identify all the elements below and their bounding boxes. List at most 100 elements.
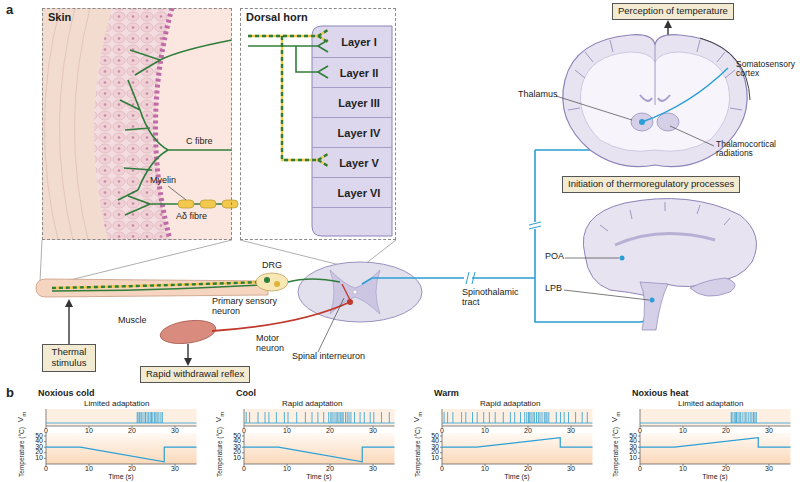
outcome-box: Rapid withdrawal reflex [140,366,250,383]
axis-tick: 10 [481,427,489,435]
axis-tick: 0 [44,427,48,435]
spike-trace [46,412,197,423]
spinal-cord [298,262,422,322]
chart-title: Noxious cold [38,389,95,399]
lamina-name: Layer II [335,65,384,81]
sagittal-brain [690,278,735,296]
spike-trace [244,412,395,423]
axis-title: m [417,412,423,417]
chart-axis [44,409,197,466]
axis-tick: 30 [765,427,773,435]
axis-tick: 20 [128,427,136,435]
afferent-terminals [248,30,328,166]
axis-tick: 20 [524,427,532,435]
c-fibre [118,40,232,200]
axis-tick: 20 [722,427,730,435]
axis-tick: 10 [679,427,687,435]
arrows [68,301,69,344]
spinothalamic-tract [529,222,541,229]
lamina-name: Layer III [333,95,385,111]
lamina-band: Layer III [312,88,392,118]
sensory-neuron [288,279,340,282]
axis-title: Temperature (°C) [18,427,25,477]
box-text: Initiation of thermoregulatory processes [568,178,734,189]
axis-title: Vm [215,412,225,422]
sagittal-brain [650,298,655,303]
plot-background [442,433,593,464]
sagittal-brain [620,256,625,261]
lamina-name: Layer VI [333,185,386,201]
coronal-brain [639,119,645,125]
axis-title: m [219,412,225,417]
axis-tick: 30 [171,427,179,435]
axis-tick: 10 [629,454,637,462]
axis-tick: 10 [35,454,43,462]
fibre-label: Aδ fibre [176,212,207,222]
chart-axis [440,409,593,466]
outcome-box: Initiation of thermoregulatory processes [562,176,740,193]
a-delta-fibre [178,200,194,208]
lamina-band: Layer V [312,148,392,178]
region-label: LPB [545,284,562,294]
chart-title: Noxious heat [632,389,689,399]
arrows [667,22,668,36]
motor-neuron [342,284,350,300]
axis-tick: 20 [524,465,532,473]
temperature-trace [244,447,395,462]
box-text: Perception of temperature [618,5,728,16]
axis-tick: 10 [283,465,291,473]
axis-tick: 30 [369,427,377,435]
pathway-label: Thalamocortical radiations [716,140,786,159]
a-delta-fibre [125,186,238,215]
spike-trace [442,412,593,423]
axis-tick: 10 [233,454,241,462]
axis-tick: 30 [765,465,773,473]
c-fibre [118,40,232,200]
part-label: Myelin [150,176,176,186]
axis-title: m [21,412,27,417]
arm [36,279,268,297]
axis-tick: 30 [369,465,377,473]
lamina-band: Layer IV [312,118,392,148]
axis-tick: 0 [242,427,246,435]
chart-axis [638,409,791,466]
axis-title: m [615,412,621,417]
axis-title: V [16,417,25,422]
lamina-name: Layer V [334,155,384,171]
temperature-trace [46,447,197,462]
leader-lines [318,96,714,352]
part-label: Muscle [118,316,147,326]
axis-title: V [610,417,619,422]
panel-letter: a [6,3,13,17]
plot-background [244,409,395,426]
panel-letter: b [6,386,14,400]
panel-heading: Dorsal horn [241,9,395,25]
chart-subtitle: Limited adaptation [84,400,149,409]
axis-title: Vm [17,412,27,422]
spinothalamic-tract [466,272,475,284]
dorsal-horn-shape [312,26,392,236]
zoom-panel: Dorsal hornLayer ILayer IILayer IIILayer… [240,8,396,240]
axis-tick: 10 [431,454,439,462]
a-delta-fibre [222,200,238,208]
stimulus-box: Thermal stimulus [42,344,96,372]
sagittal-brain [583,199,756,296]
plot-background [640,433,791,464]
coronal-brain [642,68,728,122]
fibre-label: C fibre [186,137,213,147]
spinal-cord [298,262,422,322]
chart-subtitle: Rapid adaptation [480,400,541,409]
coronal-brain [640,95,670,101]
plot-background [46,409,197,426]
sensory-neuron [52,285,262,291]
axis-tick: 20 [326,427,334,435]
axis-title: Temperature (°C) [216,427,223,477]
axis-title: Temperature (°C) [612,427,619,477]
neuron-label: Motor neuron [256,334,296,354]
axis-title: Time (s) [108,473,133,481]
sagittal-brain [583,199,756,330]
neuron-label: Primary sensory neuron [212,297,282,317]
skin-illustration [94,8,172,240]
skin-illustration [42,8,232,240]
sensory-neuron [274,281,280,287]
